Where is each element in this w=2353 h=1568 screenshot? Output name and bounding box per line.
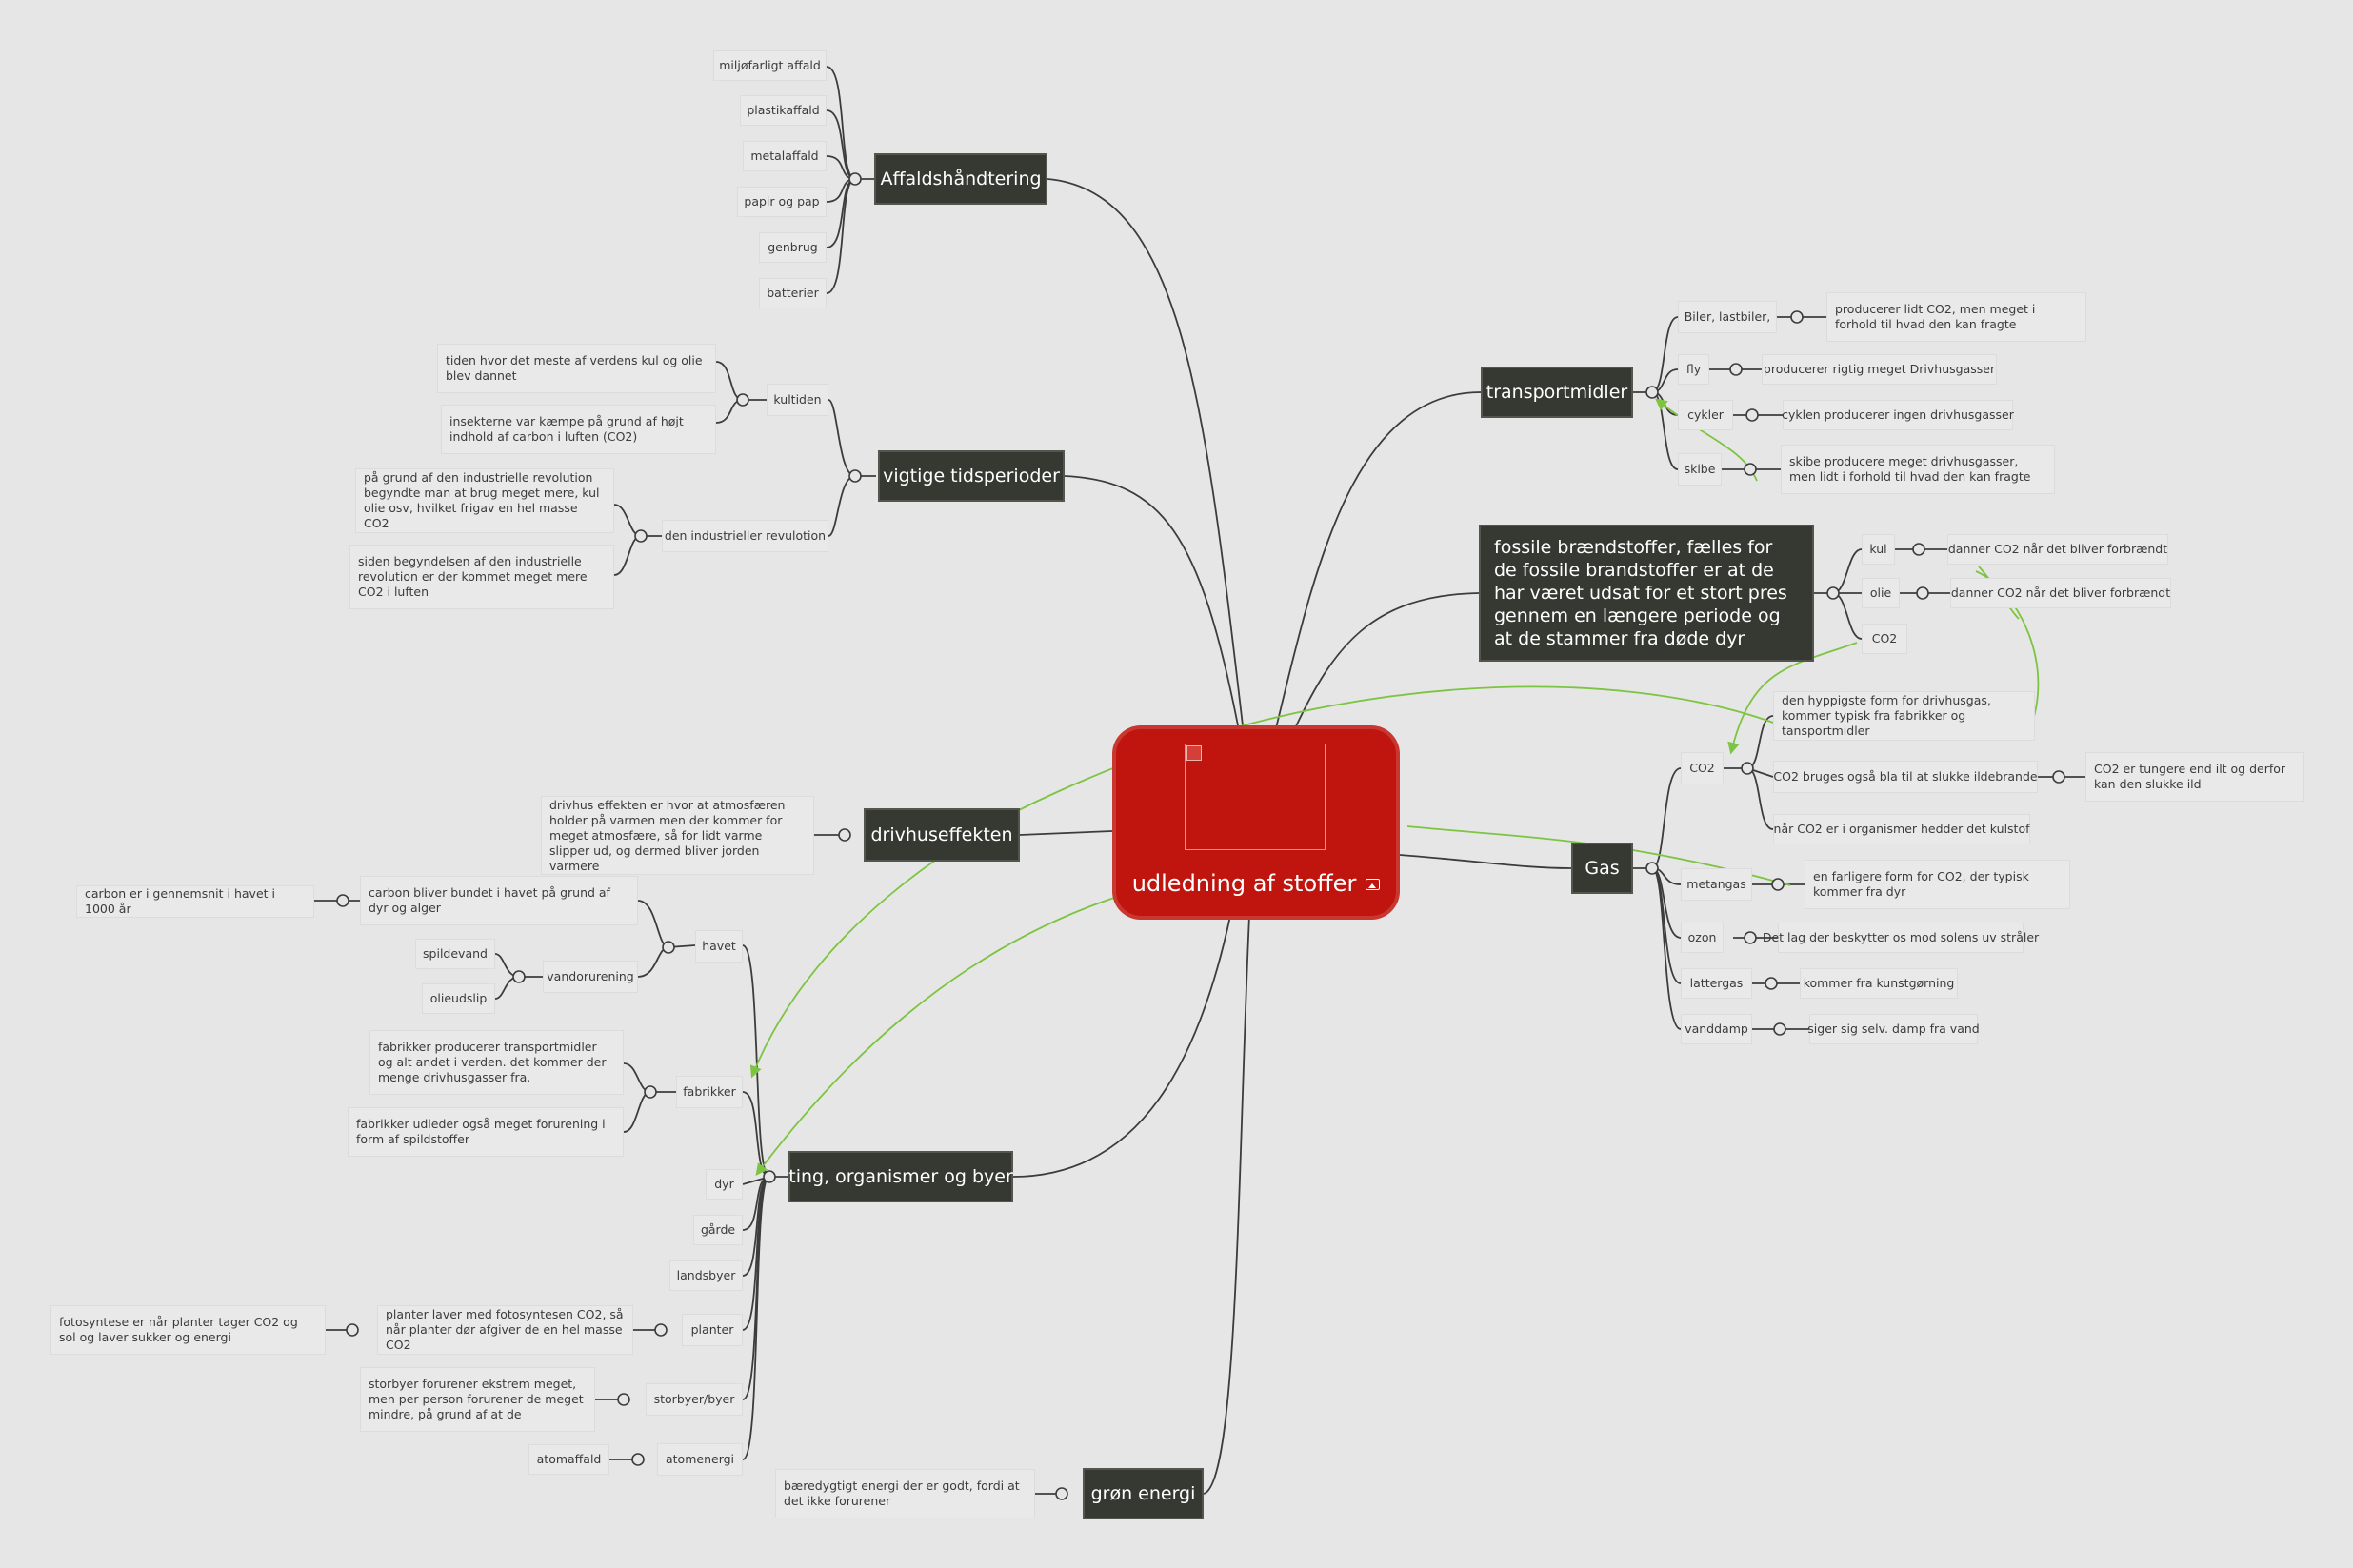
branch-lines bbox=[314, 66, 2085, 1495]
gas-vanddamp-node[interactable]: vanddamp bbox=[1681, 1014, 1752, 1044]
central-image-placeholder bbox=[1185, 744, 1326, 850]
fabrikker-note[interactable]: fabrikker udleder også meget forurening … bbox=[348, 1107, 624, 1157]
gas-ozon-note[interactable]: Det lag der beskytter os mod solens uv s… bbox=[1763, 923, 2039, 953]
dyr-node[interactable]: dyr bbox=[706, 1169, 743, 1200]
planter-note[interactable]: planter laver med fotosyntesen CO2, så n… bbox=[377, 1305, 633, 1355]
kultiden-node[interactable]: kultiden bbox=[767, 384, 828, 416]
branch-drivhuseffekten[interactable]: drivhuseffekten bbox=[864, 808, 1020, 862]
atomaffald-node[interactable]: atomaffald bbox=[528, 1444, 609, 1475]
storbyer-note[interactable]: storbyer forurener ekstrem meget, men pe… bbox=[360, 1367, 595, 1432]
fossile-item[interactable]: kul bbox=[1862, 534, 1895, 565]
branch-gron-energi[interactable]: grøn energi bbox=[1083, 1468, 1204, 1519]
transport-item[interactable]: cykler bbox=[1678, 400, 1733, 430]
connector-dots bbox=[336, 172, 2065, 1500]
branch-fossile-braendstoffer[interactable]: fossile brændstoffer, fælles for de foss… bbox=[1479, 525, 1814, 662]
central-topic[interactable]: udledning af stoffer bbox=[1112, 725, 1400, 920]
gron-note[interactable]: bæredygtigt energi der er godt, fordi at… bbox=[775, 1469, 1035, 1518]
affald-item[interactable]: batterier bbox=[759, 278, 827, 308]
affald-item[interactable]: papir og pap bbox=[737, 187, 827, 217]
havet-carbon-detail[interactable]: carbon er i gennemsnit i havet i 1000 år bbox=[76, 885, 314, 918]
storbyer-node[interactable]: storbyer/byer bbox=[646, 1383, 743, 1416]
vandorurening-node[interactable]: vandorurening bbox=[543, 961, 638, 993]
affald-item[interactable]: miljøfarligt affald bbox=[713, 50, 827, 81]
gas-metangas-node[interactable]: metangas bbox=[1681, 868, 1752, 901]
branch-gas[interactable]: Gas bbox=[1571, 843, 1633, 894]
vandorurening-item[interactable]: spildevand bbox=[415, 939, 495, 969]
landsbyer-node[interactable]: landsbyer bbox=[669, 1260, 743, 1291]
atomenergi-node[interactable]: atomenergi bbox=[657, 1443, 743, 1476]
fabrikker-node[interactable]: fabrikker bbox=[676, 1076, 743, 1108]
branch-transportmidler[interactable]: transportmidler bbox=[1481, 367, 1633, 418]
planter-detail[interactable]: fotosyntese er når planter tager CO2 og … bbox=[50, 1305, 326, 1355]
affald-item[interactable]: plastikaffald bbox=[740, 95, 827, 126]
image-icon[interactable] bbox=[1366, 879, 1381, 890]
industriel-note[interactable]: på grund af den industrielle revolution … bbox=[355, 468, 614, 533]
transport-note[interactable]: cyklen producerer ingen drivhusgasser bbox=[1782, 400, 2014, 430]
transport-note[interactable]: skibe producere meget drivhusgasser, men… bbox=[1781, 445, 2055, 494]
vandorurening-item[interactable]: olieudslip bbox=[422, 983, 495, 1014]
transport-item[interactable]: fly bbox=[1678, 354, 1709, 385]
garde-node[interactable]: gårde bbox=[693, 1215, 743, 1245]
gas-ozon-node[interactable]: ozon bbox=[1681, 923, 1724, 953]
gas-co2-note[interactable]: CO2 bruges også bla til at slukke ildebr… bbox=[1773, 761, 2038, 793]
fossile-note[interactable]: danner CO2 når det bliver forbrændt bbox=[1950, 578, 2171, 608]
gas-lattergas-node[interactable]: lattergas bbox=[1681, 968, 1752, 999]
affald-item[interactable]: genbrug bbox=[759, 232, 827, 263]
fabrikker-note[interactable]: fabrikker producerer transportmidler og … bbox=[369, 1030, 624, 1095]
transport-item[interactable]: Biler, lastbiler, bbox=[1678, 301, 1777, 333]
gas-co2-note[interactable]: den hyppigste form for drivhusgas, komme… bbox=[1773, 691, 2035, 741]
gas-lattergas-note[interactable]: kommer fra kunstgørning bbox=[1800, 968, 1958, 999]
gas-co2-note[interactable]: når CO2 er i organismer hedder det kulst… bbox=[1773, 814, 2030, 844]
branch-affaldshandtering[interactable]: Affaldshåndtering bbox=[874, 153, 1047, 205]
gas-metangas-note[interactable]: en farligere form for CO2, der typisk ko… bbox=[1805, 860, 2070, 909]
gas-vanddamp-note[interactable]: siger sig selv. damp fra vand bbox=[1807, 1014, 1980, 1044]
planter-node[interactable]: planter bbox=[682, 1314, 743, 1346]
drivhus-note[interactable]: drivhus effekten er hvor at atmosfæren h… bbox=[541, 796, 814, 875]
affald-item[interactable]: metalaffald bbox=[743, 141, 827, 171]
havet-node[interactable]: havet bbox=[695, 930, 743, 963]
transport-note[interactable]: producerer lidt CO2, men meget i forhold… bbox=[1826, 292, 2086, 342]
fossile-item[interactable]: CO2 bbox=[1862, 624, 1907, 654]
industriel-node[interactable]: den industrieller revulotion bbox=[662, 520, 828, 552]
kultiden-note[interactable]: tiden hvor det meste af verdens kul og o… bbox=[437, 344, 716, 393]
fossile-note[interactable]: danner CO2 når det bliver forbrændt bbox=[1947, 534, 2168, 565]
broken-image-icon bbox=[1186, 745, 1202, 761]
havet-carbon-note[interactable]: carbon bliver bundet i havet på grund af… bbox=[360, 876, 638, 925]
branch-ting-organismer-byer[interactable]: ting, organismer og byer bbox=[788, 1151, 1013, 1202]
branch-vigtige-tidsperioder[interactable]: vigtige tidsperioder bbox=[878, 450, 1065, 502]
industriel-note[interactable]: siden begyndelsen af den industrielle re… bbox=[349, 545, 614, 609]
transport-item[interactable]: skibe bbox=[1678, 453, 1722, 486]
fossile-item[interactable]: olie bbox=[1862, 578, 1900, 608]
kultiden-note[interactable]: insekterne var kæmpe på grund af højt in… bbox=[441, 405, 716, 454]
transport-note[interactable]: producerer rigtig meget Drivhusgasser bbox=[1762, 354, 1997, 385]
gas-co2-detail[interactable]: CO2 er tungere end ilt og derfor kan den… bbox=[2085, 752, 2304, 802]
gas-co2-node[interactable]: CO2 bbox=[1681, 752, 1724, 784]
central-title: udledning af stoffer bbox=[1112, 868, 1400, 899]
